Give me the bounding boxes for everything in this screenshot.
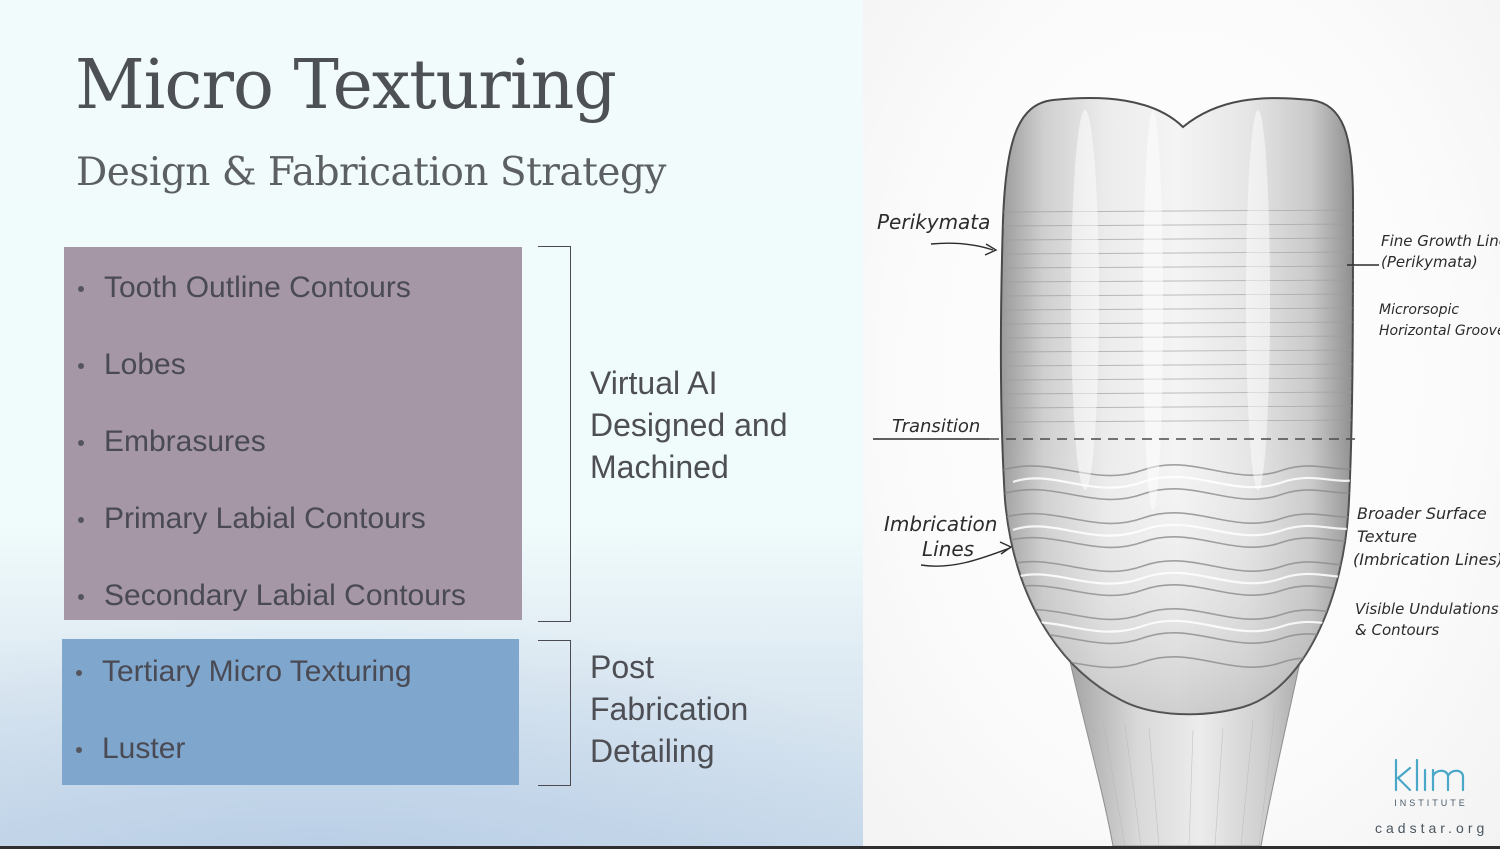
bullet-icon: [76, 670, 82, 676]
virtual-group-label: Virtual AI Designed and Machined: [590, 365, 788, 485]
virtual-design-box: Tooth Outline Contours Lobes Embrasures …: [64, 247, 522, 620]
bullet-icon: [78, 363, 84, 369]
broader-texture-label: Broader Surface Texture (Imbrication Lin…: [1353, 504, 1500, 569]
post-bracket: [538, 640, 571, 786]
tooth-illustration: Perikymata Transition Imbrication Lines …: [863, 0, 1500, 846]
slide-subtitle: Design & Fabrication Strategy: [76, 150, 666, 195]
visible-undulations-label: Visible Undulations & Contours: [1355, 600, 1499, 639]
fine-growth-label: Fine Growth Lines (Perikymata): [1381, 232, 1500, 271]
imbrication-label: Imbrication Lines: [884, 512, 998, 561]
tooth-drawing: [873, 97, 1379, 846]
slide-title: Micro Texturing: [75, 46, 617, 125]
post-group-label: Post Fabrication Detailing: [590, 649, 749, 769]
klin-logo-icon: [1394, 758, 1465, 792]
logo-subtext: INSTITUTE: [1394, 798, 1468, 808]
bullet-icon: [78, 594, 84, 600]
website-link[interactable]: cadstar.org: [1375, 820, 1489, 836]
slide-panel: Micro Texturing Design & Fabrication Str…: [0, 0, 863, 849]
bullet-icon: [78, 286, 84, 292]
bottom-divider: [0, 846, 1500, 849]
microscopic-grooves-label: Microrsopic Horizontal Grooves: [1379, 302, 1500, 339]
post-fabrication-box: Tertiary Micro Texturing Luster: [62, 639, 519, 785]
bullet-icon: [78, 517, 84, 523]
perikymata-lines: [1002, 209, 1353, 423]
bullet-icon: [78, 440, 84, 446]
perikymata-label: Perikymata: [877, 210, 991, 234]
transition-label: Transition: [892, 416, 981, 437]
bullet-icon: [76, 747, 82, 753]
virtual-bracket: [538, 246, 571, 622]
root-hatching: [1102, 709, 1276, 846]
